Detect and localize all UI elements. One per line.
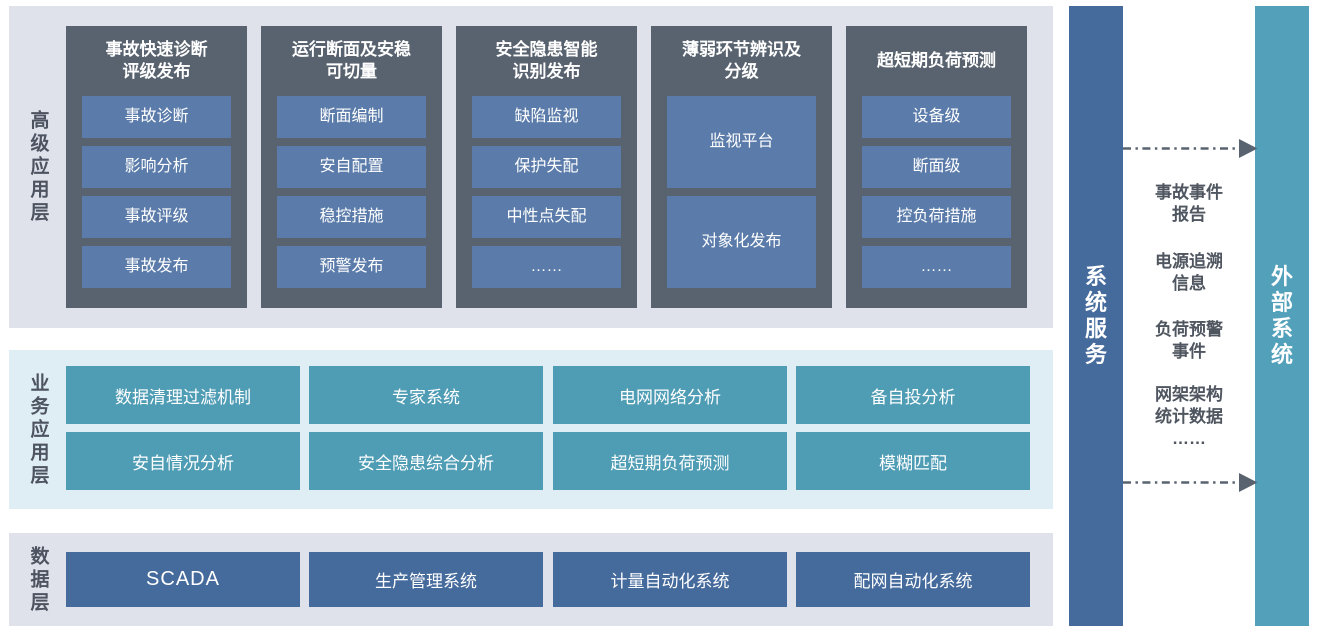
module-item: 预警发布 (277, 246, 426, 288)
data-source-box: SCADA (66, 552, 300, 607)
data-source-box: 生产管理系统 (309, 552, 543, 607)
column-title: 安全隐患智能 识别发布 (495, 40, 598, 81)
business-box: 超短期负荷预测 (553, 432, 787, 490)
exchange-item: 负荷预警 事件 (1155, 320, 1223, 361)
advanced-application-layer-band: 高级应用层 事故快速诊断 评级发布 事故诊断 影响分析 事故评级 事故发布 运行… (9, 6, 1053, 328)
module-item: 中性点失配 (472, 196, 621, 238)
external-system-bar-label: 外部系统 (1270, 264, 1293, 367)
data-source-box: 配网自动化系统 (796, 552, 1030, 607)
module-item: 断面级 (862, 146, 1011, 188)
business-box: 电网网络分析 (553, 366, 787, 424)
module-item: 缺陷监视 (472, 96, 621, 138)
module-item: …… (472, 246, 621, 288)
exchange-item: 电源追溯 信息 (1155, 252, 1223, 293)
data-layer-label: 数据层 (30, 546, 50, 613)
column-title: 超短期负荷预测 (877, 51, 996, 70)
column-weak-link: 薄弱环节辨识及 分级 监视平台 对象化发布 (651, 26, 832, 308)
business-box: 安自情况分析 (66, 432, 300, 490)
column-accident-diagnosis: 事故快速诊断 评级发布 事故诊断 影响分析 事故评级 事故发布 (66, 26, 247, 308)
business-application-layer-band: 业务应用层 数据清理过滤机制 专家系统 电网网络分析 备自投分析 安自情况分析 … (9, 350, 1053, 509)
column-hidden-danger: 安全隐患智能 识别发布 缺陷监视 保护失配 中性点失配 …… (456, 26, 637, 308)
column-title: 事故快速诊断 评级发布 (105, 40, 208, 81)
module-item: 稳控措施 (277, 196, 426, 238)
system-service-bar: 系统服务 (1069, 6, 1123, 626)
module-item: 保护失配 (472, 146, 621, 188)
module-item: 控负荷措施 (862, 196, 1011, 238)
advanced-layer-label: 高级应用层 (30, 110, 50, 224)
module-item: 事故发布 (82, 246, 231, 288)
module-item: 监视平台 (667, 96, 816, 188)
column-title: 薄弱环节辨识及 分级 (682, 40, 801, 81)
module-item: 对象化发布 (667, 196, 816, 288)
module-item: 断面编制 (277, 96, 426, 138)
column-operation-section: 运行断面及安稳 可切量 断面编制 安自配置 稳控措施 预警发布 (261, 26, 442, 308)
module-item: 事故诊断 (82, 96, 231, 138)
column-title: 运行断面及安稳 可切量 (292, 40, 411, 81)
module-item: 设备级 (862, 96, 1011, 138)
module-item: 影响分析 (82, 146, 231, 188)
flow-arrow-top-icon (1123, 139, 1258, 158)
exchange-item: 事故事件 报告 (1155, 183, 1223, 224)
system-service-bar-label: 系统服务 (1084, 264, 1107, 367)
business-box: 备自投分析 (796, 366, 1030, 424)
business-box: 模糊匹配 (796, 432, 1030, 490)
exchange-item: 网架架构 统计数据 …… (1155, 385, 1223, 448)
module-item: 安自配置 (277, 146, 426, 188)
module-item: …… (862, 246, 1011, 288)
business-layer-label: 业务应用层 (30, 373, 50, 486)
flow-arrow-bottom-icon (1123, 473, 1258, 492)
column-load-forecast: 超短期负荷预测 设备级 断面级 控负荷措施 …… (846, 26, 1027, 308)
business-box: 安全隐患综合分析 (309, 432, 543, 490)
business-box: 数据清理过滤机制 (66, 366, 300, 424)
external-system-bar: 外部系统 (1255, 6, 1309, 626)
data-layer-band: 数据层 SCADA 生产管理系统 计量自动化系统 配网自动化系统 (9, 533, 1053, 626)
data-source-box: 计量自动化系统 (553, 552, 787, 607)
business-box: 专家系统 (309, 366, 543, 424)
module-item: 事故评级 (82, 196, 231, 238)
